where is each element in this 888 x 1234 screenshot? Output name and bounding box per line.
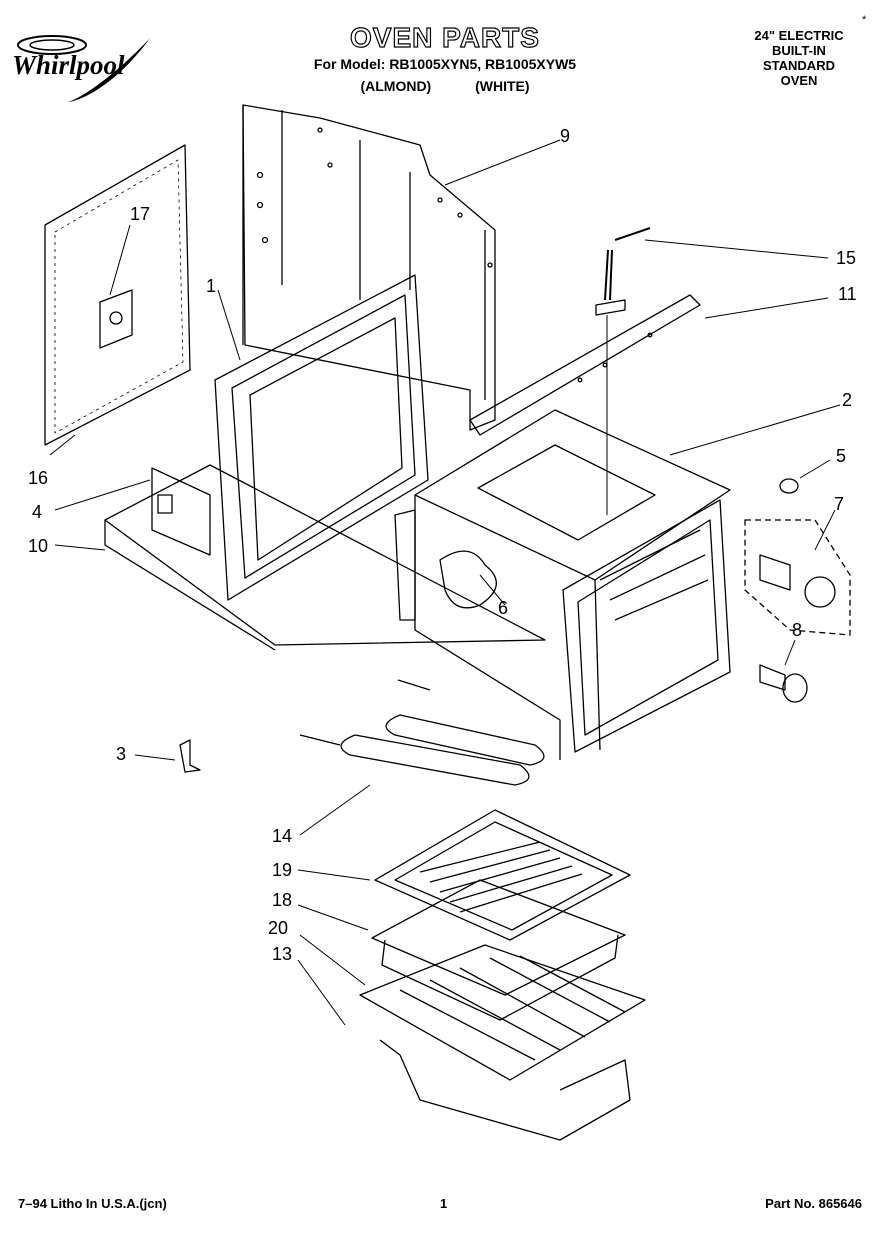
model-line: For Model: RB1005XYN5, RB1005XYW5 [313, 56, 577, 72]
callout-4: 4 [32, 502, 43, 522]
part-14-bake-element [299, 679, 545, 786]
part-18-broiler-pan [371, 879, 626, 1021]
color-almond: (ALMOND) [360, 78, 432, 94]
callout-11: 11 [838, 284, 857, 304]
color-white: (WHITE) [475, 78, 530, 94]
callout-7: 7 [834, 494, 845, 514]
footer-part-number: Part No. 865646 [765, 1196, 862, 1211]
callout-18: 18 [272, 890, 293, 910]
part-5-o-ring [779, 478, 799, 494]
callout-9: 9 [560, 126, 571, 146]
part-10-bottom-pan [104, 464, 546, 651]
callout-15: 15 [836, 248, 857, 268]
part-16-insulation-panel [44, 144, 191, 446]
part-7-socket-assembly [744, 519, 851, 636]
part-11-crossbar [469, 294, 701, 436]
callout-20: 20 [268, 918, 289, 938]
footer-page-number: 1 [440, 1196, 448, 1211]
callout-5: 5 [836, 446, 847, 466]
page-title: OVEN PARTS [349, 21, 540, 53]
callout-16: 16 [28, 468, 49, 488]
callout-3: 3 [116, 744, 127, 764]
callout-19: 19 [272, 860, 293, 880]
callout-13: 13 [272, 944, 293, 964]
part-2-oven-liner [394, 409, 731, 760]
callout-6: 6 [498, 598, 509, 618]
footer-litho: 7–94 Litho In U.S.A.(jcn) [18, 1196, 167, 1211]
part-1-front-frame [214, 274, 429, 601]
part-13-rack-guide [379, 1039, 631, 1141]
part-4-bracket [151, 467, 211, 556]
type-line-2: BUILT-IN [772, 43, 826, 58]
part-8-bulb [759, 664, 808, 703]
callout-17: 17 [130, 204, 151, 224]
part-17-plate [99, 289, 133, 349]
part-20-oven-rack [359, 944, 646, 1081]
type-line-3: STANDARD [763, 58, 835, 73]
appliance-type: 24" ELECTRIC BUILT-IN STANDARD OVEN [744, 28, 854, 88]
brand-wordmark: Whirlpool [12, 50, 125, 80]
callout-2: 2 [842, 390, 853, 410]
leader-lines [49, 139, 841, 1026]
callout-14: 14 [272, 826, 293, 846]
callout-1: 1 [206, 276, 217, 296]
part-15-sensor-tube [595, 227, 651, 515]
part-3-clip [179, 739, 201, 773]
callout-10: 10 [28, 536, 49, 556]
callout-8: 8 [792, 620, 803, 640]
part-9-back-panel [242, 104, 496, 431]
color-line: (ALMOND) (WHITE) [280, 78, 610, 94]
type-line-1: 24" ELECTRIC [754, 28, 844, 43]
type-line-4: OVEN [780, 73, 818, 88]
asterisk-mark: * [862, 14, 867, 26]
part-19-broiler-grid [374, 809, 631, 941]
